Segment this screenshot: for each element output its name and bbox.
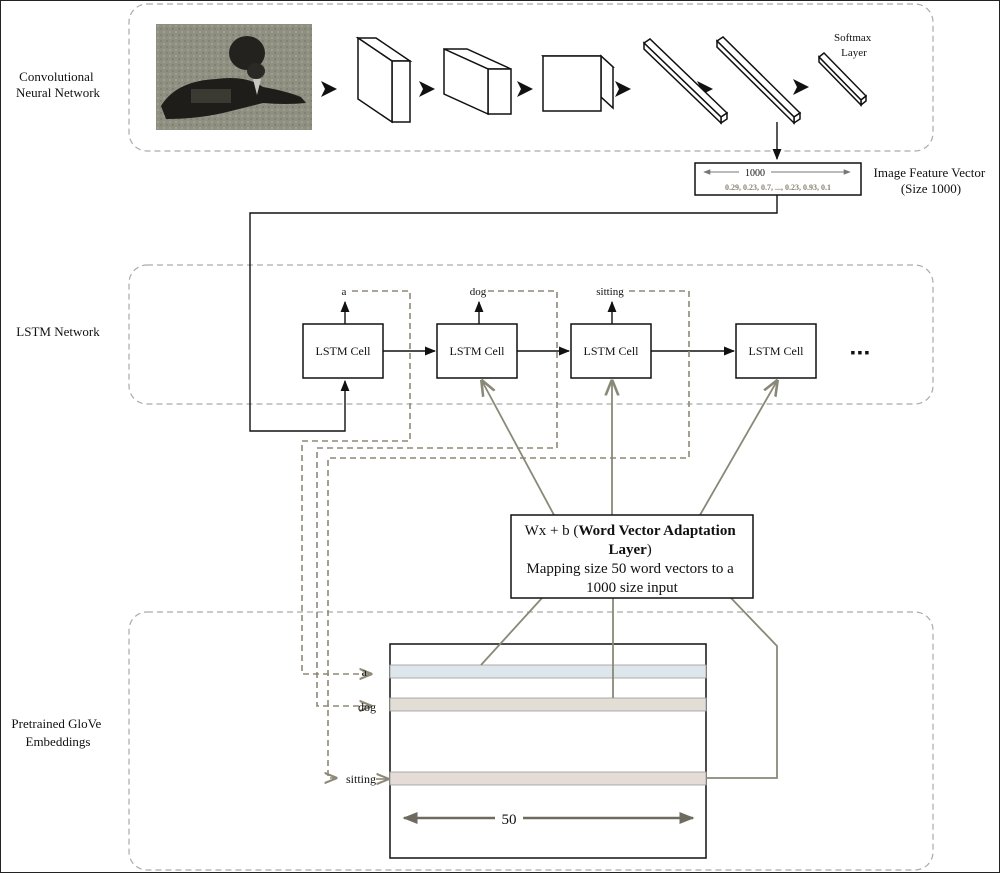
adaptation-line3: Mapping size 50 word vectors to a	[526, 561, 734, 577]
glove-row-dog	[389, 697, 707, 712]
section-label-glove-line1: Pretrained GloVe	[11, 716, 101, 731]
softmax-layer	[817, 51, 868, 107]
lstm-cell-1-label: LSTM Cell	[315, 344, 371, 358]
cnn-arrow-3	[517, 81, 533, 97]
adaptation-line4: 1000 size input	[586, 580, 678, 596]
softmax-label: Softmax Layer	[834, 32, 874, 59]
cnn-arrow-1	[321, 81, 337, 97]
conv-block-2	[443, 47, 512, 116]
glove-dim-bg	[495, 810, 523, 826]
lstm-output-word-1: a	[342, 286, 347, 298]
lstm-output-word-3: sitting	[596, 286, 624, 298]
conv-block-3	[541, 54, 615, 112]
section-label-cnn-line2: Neural Network	[16, 85, 101, 100]
row-sitting-to-adaptation	[706, 597, 778, 779]
lstm-cell-2: LSTM Cell	[436, 323, 518, 379]
glove-row-a	[389, 664, 707, 679]
lstm-cell-3-label: LSTM Cell	[583, 344, 639, 358]
feedback-path-dog	[316, 290, 558, 706]
fc-layer-2	[715, 36, 802, 125]
cnn-arrow-4	[615, 81, 631, 97]
glove-word-dog: dog	[358, 700, 376, 714]
section-label-cnn-line1: Convolutional	[19, 69, 94, 84]
feature-vector-values: 0.29, 0.23, 0.7, ..., 0.23, 0.93, 0.1	[725, 183, 831, 192]
lstm-cell-1: LSTM Cell	[302, 323, 384, 379]
section-label-glove: Pretrained GloVe Embeddings	[11, 716, 104, 749]
adaptation-to-lstm-4	[699, 381, 777, 516]
softmax-label-line1: Softmax	[834, 32, 872, 44]
conv-block-1	[355, 36, 413, 124]
cnn-arrow-2	[419, 81, 435, 97]
feature-vector-caption: Image Feature Vector (Size 1000)	[874, 165, 989, 196]
feedback-path-a	[301, 290, 411, 674]
feature-vector-caption-line2: (Size 1000)	[901, 181, 961, 196]
adaptation-to-lstm-2	[482, 381, 555, 516]
lstm-cell-2-label: LSTM Cell	[449, 344, 505, 358]
feature-vector-dim-label: 1000	[745, 168, 765, 179]
adaptation-prefix: Wx + b (	[525, 523, 579, 539]
feature-vector-to-lstm-path	[249, 195, 778, 432]
section-label-lstm: LSTM Network	[16, 324, 100, 339]
adaptation-bold: Word Vector Adaptation	[578, 523, 736, 539]
section-label-glove-line2: Embeddings	[26, 734, 91, 749]
feedback-path-sitting	[328, 290, 690, 778]
feature-vector-caption-line1: Image Feature Vector	[874, 165, 986, 180]
cnn-region	[128, 3, 934, 152]
adaptation-bold2: Layer	[608, 542, 647, 558]
section-label-cnn: Convolutional Neural Network	[16, 69, 101, 100]
lstm-cell-4-label: LSTM Cell	[748, 344, 804, 358]
glove-dim-label: 50	[502, 812, 517, 828]
row-a-to-adaptation	[480, 597, 543, 666]
adaptation-layer-text: Wx + b (Word Vector Adaptation Layer) Ma…	[525, 523, 740, 596]
fc-layer-1	[642, 38, 729, 125]
glove-row-sitting	[389, 771, 707, 786]
cnn-arrow-6	[793, 79, 809, 95]
lstm-cell-4: LSTM Cell	[735, 323, 817, 379]
lstm-region	[128, 264, 934, 405]
glove-region	[128, 611, 934, 871]
feature-vector-box	[694, 162, 862, 196]
dog-photo	[156, 24, 312, 130]
glove-word-sitting: sitting	[346, 772, 376, 786]
glove-word-a: a	[362, 665, 368, 679]
adaptation-suffix: )	[647, 542, 652, 558]
feature-vector-dim-bg	[739, 166, 771, 177]
adaptation-layer-box	[510, 514, 754, 599]
lstm-cell-3: LSTM Cell	[570, 323, 652, 379]
lstm-output-word-2: dog	[470, 286, 487, 298]
lstm-ellipsis: ▪▪▪	[851, 346, 872, 361]
softmax-label-line2: Layer	[841, 47, 867, 59]
